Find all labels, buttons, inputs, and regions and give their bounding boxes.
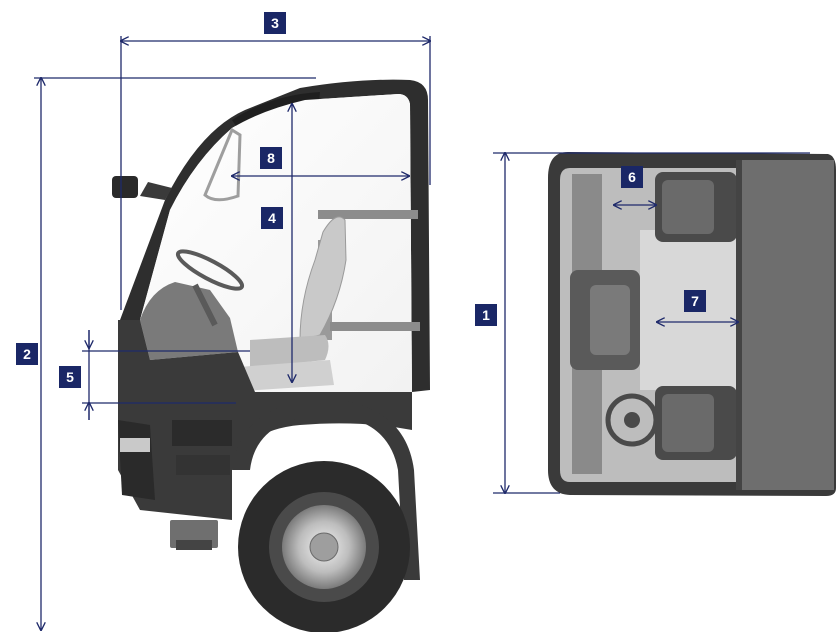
- driver-seat: [299, 216, 347, 341]
- steering-wheel-top: [605, 393, 659, 447]
- badge-3: 3: [264, 12, 286, 34]
- svg-text:3: 3: [271, 15, 279, 31]
- badge-6: 6: [621, 166, 643, 188]
- badge-5: 5: [59, 366, 81, 388]
- badge-8: 8: [260, 147, 282, 169]
- svg-text:7: 7: [691, 293, 699, 309]
- badge-1: 1: [475, 304, 497, 326]
- badge-4: 4: [261, 207, 283, 229]
- svg-text:2: 2: [23, 346, 31, 362]
- dashboard: [140, 282, 238, 360]
- side-mirror: [112, 176, 138, 198]
- badge-7: 7: [684, 290, 706, 312]
- svg-text:1: 1: [482, 307, 490, 323]
- svg-text:4: 4: [268, 210, 276, 226]
- truck-cab-side-view: [112, 79, 430, 632]
- badge-2: 2: [16, 343, 38, 365]
- dimension-lines: [34, 36, 810, 630]
- dimension-badges: 3 8 4 2 5 1 6 7: [16, 12, 706, 388]
- svg-text:8: 8: [267, 150, 275, 166]
- truck-cab-top-view: [548, 152, 836, 496]
- steering-wheel: [175, 249, 245, 291]
- svg-text:6: 6: [628, 169, 636, 185]
- cab-frame: [120, 79, 430, 393]
- svg-text:5: 5: [66, 369, 74, 385]
